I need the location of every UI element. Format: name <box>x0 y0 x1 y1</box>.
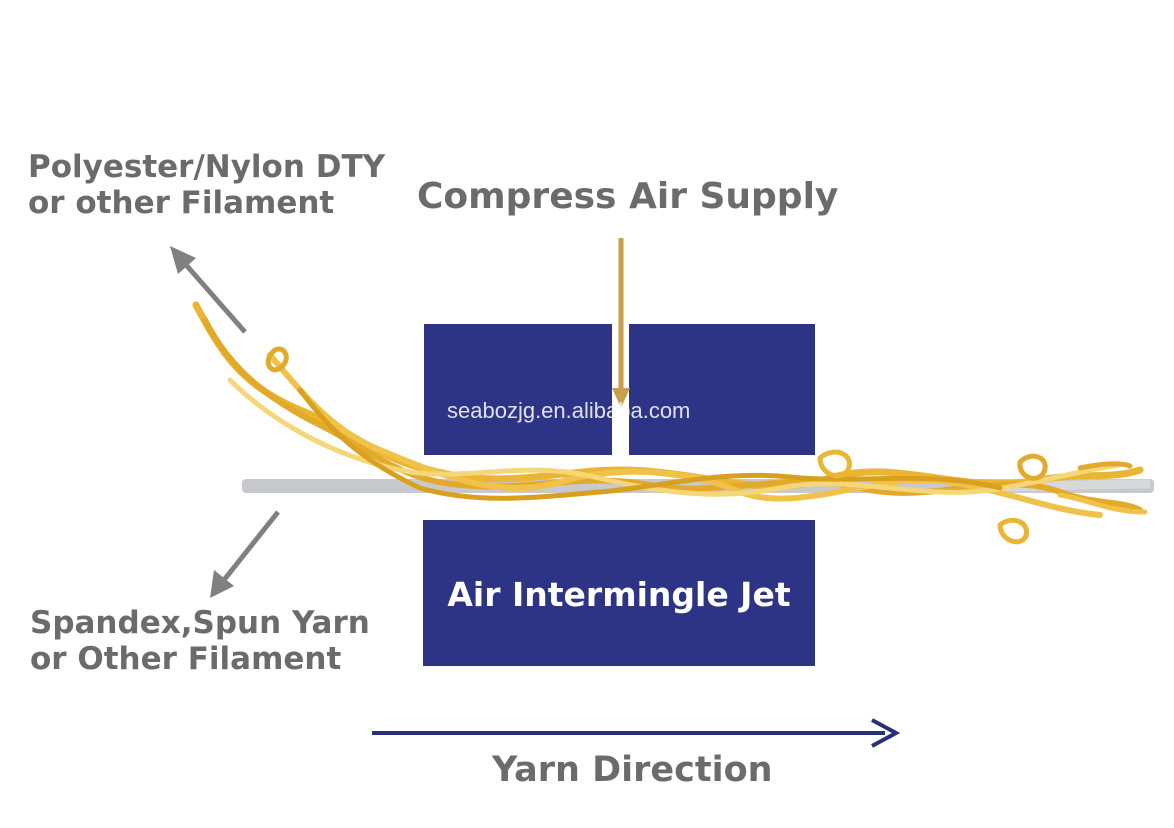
core-yarn-label-line2: or Other Filament <box>30 640 342 677</box>
jet-label: Air Intermingle Jet <box>447 575 791 614</box>
input-arrow-top <box>170 246 247 334</box>
yarn-direction-arrow <box>372 718 901 748</box>
input-arrow-bottom <box>210 510 280 598</box>
input-filament-label: Polyester/Nylon DTY or other Filament <box>28 149 386 221</box>
jet-block-bottom <box>423 520 815 666</box>
filament-yarn <box>192 301 1148 545</box>
input-filament-label-line2: or other Filament <box>28 184 335 221</box>
input-filament-label-line1: Polyester/Nylon DTY <box>28 149 386 185</box>
core-yarn-label-line1: Spandex,Spun Yarn <box>30 605 370 641</box>
yarn-direction-label: Yarn Direction <box>492 750 773 790</box>
watermark: seabozjg.en.alibaba.com <box>447 398 691 423</box>
air-supply-arrow <box>612 238 630 408</box>
core-yarn-label: Spandex,Spun Yarn or Other Filament <box>30 605 370 677</box>
air-supply-label: Compress Air Supply <box>417 176 839 217</box>
